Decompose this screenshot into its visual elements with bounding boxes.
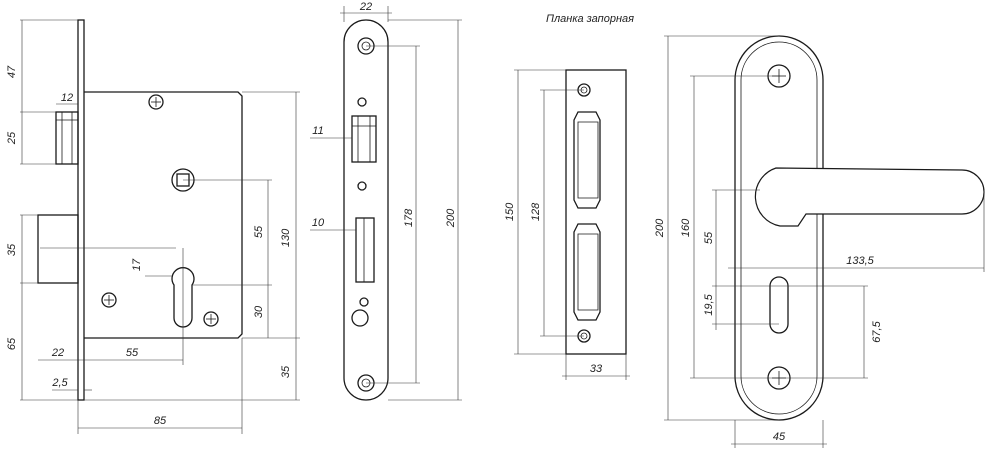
dim-35: 35: [6, 243, 18, 256]
dim-25: 25: [6, 131, 18, 145]
dim-67-5: 67,5: [871, 320, 883, 342]
dim-45: 45: [773, 431, 786, 443]
deadbolt-opening: [355, 217, 375, 283]
screw-icon: [203, 311, 219, 327]
dim-55-bottom: 55: [126, 347, 139, 359]
dim-200: 200: [654, 218, 666, 238]
dim-22: 22: [51, 347, 64, 359]
strike-plate-outline: [565, 69, 627, 355]
faceplate-view: 22 11 10 178 200: [310, 1, 462, 401]
dim-30: 30: [253, 305, 265, 318]
dim-55-right: 55: [253, 225, 265, 238]
dim-35-right: 35: [280, 365, 292, 378]
dim-22: 22: [359, 1, 372, 13]
handle-plate-inner: [740, 41, 818, 415]
dim-128: 128: [530, 202, 542, 221]
dim-47: 47: [6, 65, 18, 78]
dim-11: 11: [312, 125, 323, 137]
dead-bolt: [37, 214, 79, 284]
lock-body-view: 47 12 25 35 65 17 22 55 2,5 85 55 130 30…: [6, 19, 300, 434]
faceplate-dimension-lines: [310, 6, 462, 401]
screw-icon: [101, 292, 117, 308]
handle-cylinder-hole: [769, 276, 789, 334]
dim-2-5: 2,5: [51, 377, 68, 389]
latch-opening: [351, 115, 377, 163]
lock-body-dimension-lines: [20, 19, 300, 434]
dim-160: 160: [680, 218, 692, 237]
handle-plate-outer: [734, 35, 824, 421]
dim-33: 33: [590, 363, 603, 375]
cylinder-screw-hole: [351, 309, 369, 327]
dim-65: 65: [6, 337, 18, 350]
strike-plate-view: Планка запорная 150 128 33: [504, 13, 634, 380]
dim-200: 200: [445, 208, 457, 228]
dim-85: 85: [154, 415, 167, 427]
dim-55: 55: [703, 231, 715, 244]
lock-case-outline: [84, 91, 243, 339]
screw-icon: [148, 94, 164, 110]
strike-plate-title: Планка запорная: [546, 13, 634, 25]
dim-10: 10: [312, 217, 325, 229]
handle-dimension-lines: [664, 35, 985, 448]
strike-slot-lower: [573, 223, 601, 321]
handle-view: 200 160 55 133,5 19,5 67,5 45: [654, 35, 985, 448]
lever-handle: [754, 167, 985, 227]
faceplate-hole: [359, 297, 369, 307]
dim-150: 150: [504, 202, 516, 221]
faceplate-hole: [357, 97, 367, 107]
strike-slot-upper: [573, 111, 601, 209]
dim-17: 17: [131, 258, 143, 271]
faceplate-hole: [357, 181, 367, 191]
dim-133-5: 133,5: [846, 255, 874, 267]
faceplate-outline: [343, 19, 389, 401]
lock-faceplate-edge: [77, 19, 85, 401]
latch-bolt: [55, 111, 79, 165]
dim-178: 178: [403, 208, 415, 227]
strike-dimension-lines: [514, 69, 630, 380]
dim-130: 130: [280, 228, 292, 247]
cylinder-hole: [171, 267, 195, 328]
dim-12: 12: [61, 92, 73, 104]
dim-19-5: 19,5: [703, 293, 715, 315]
